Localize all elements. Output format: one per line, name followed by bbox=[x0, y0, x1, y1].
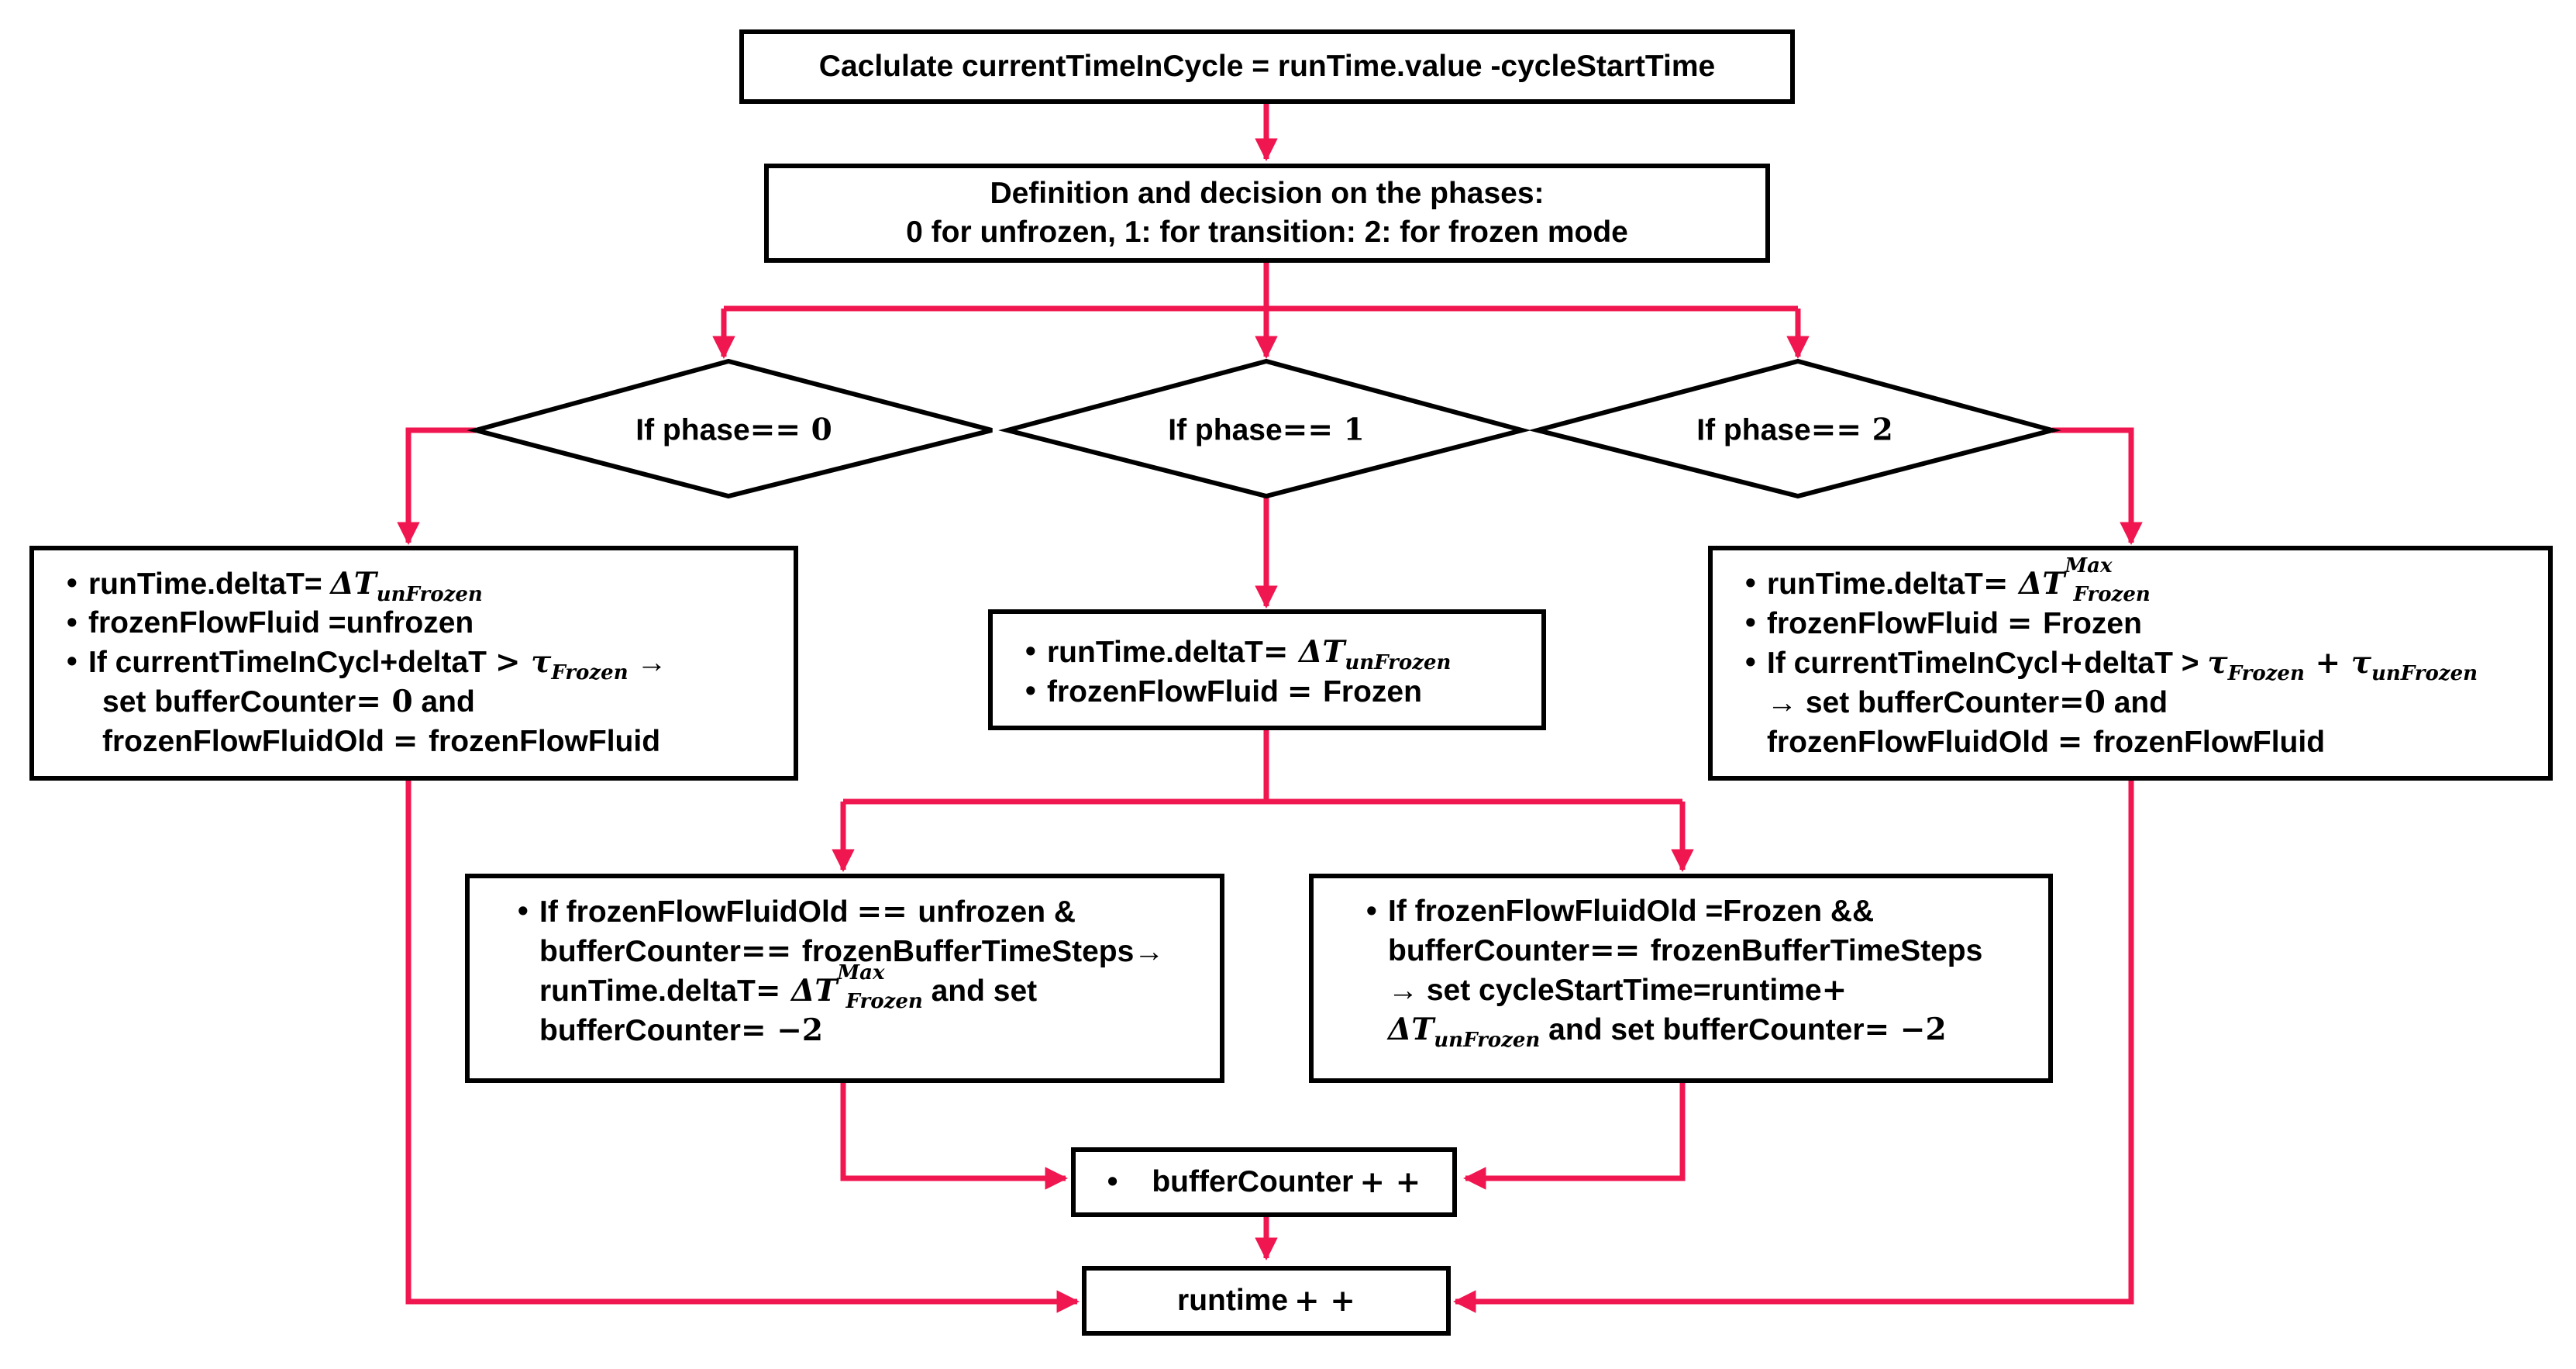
frozen-line-set-counter: → set bufferCounter=0 and bbox=[1767, 684, 2168, 720]
arrow-phase0-to-unfrozen bbox=[397, 427, 476, 545]
unfrozen-line-flow: frozenFlowFluid =unfrozen bbox=[67, 604, 794, 643]
box-transition-mode: runTime.deltaT= ΔTunFrozen frozenFlowFlu… bbox=[988, 609, 1546, 730]
unfrozen-line-condition: If currentTimeInCycl+deltaT > τFrozen → bbox=[67, 643, 794, 683]
buffer-frozen-line-condition: If frozenFlowFluidOld =Frozen && bbox=[1366, 892, 2048, 931]
arrow-buffer-frozen-to-inc bbox=[1463, 1083, 1686, 1190]
diamond-label-phase2: If phase== 2 bbox=[1696, 412, 1893, 448]
box-calculate-time-in-cycle: Caclulate currentTimeInCycle = runTime.v… bbox=[739, 29, 1795, 104]
buffer-unfrozen-line-counter: bufferCounter== frozenBufferTimeSteps→ bbox=[539, 933, 1165, 969]
calculate-time-text: Caclulate currentTimeInCycle = runTime.v… bbox=[818, 50, 1716, 83]
unfrozen-line-set-counter: set bufferCounter= 0 and bbox=[102, 684, 475, 719]
arrow-unfrozen-to-runtime bbox=[405, 781, 1080, 1313]
frozen-line-old-flow: frozenFlowFluidOld = frozenFlowFluid bbox=[1767, 724, 2326, 760]
box-buffer-counter-increment: • bufferCounter + + bbox=[1071, 1147, 1457, 1217]
box-buffer-unfrozen-check: If frozenFlowFluidOld == unfrozen & buff… bbox=[465, 874, 1224, 1083]
buffer-unfrozen-line-deltaT: runTime.deltaT= ΔTMaxFrozen and set bbox=[539, 961, 1038, 1013]
arrow-phase2-to-frozen bbox=[2052, 427, 2143, 545]
box-buffer-frozen-check: If frozenFlowFluidOld =Frozen && bufferC… bbox=[1309, 874, 2053, 1083]
diamond-phase1 bbox=[998, 358, 1531, 499]
diamond-label-phase0: If phase== 0 bbox=[635, 412, 832, 448]
unfrozen-line-old-flow: frozenFlowFluidOld = frozenFlowFluid bbox=[102, 723, 661, 759]
runtime-text: runtime bbox=[1177, 1284, 1289, 1317]
box-unfrozen-mode: runTime.deltaT= ΔTunFrozen frozenFlowFlu… bbox=[29, 546, 798, 781]
buffer-inc-op: + + bbox=[1359, 1164, 1421, 1200]
arrow-frozen-to-runtime bbox=[1453, 781, 2134, 1313]
transition-line-deltaT: runTime.deltaT= ΔTunFrozen bbox=[1025, 633, 1541, 673]
transition-line-flow: frozenFlowFluid = Frozen bbox=[1025, 672, 1541, 712]
box-runtime-increment: runtime + + bbox=[1082, 1266, 1451, 1336]
frozen-line-deltaT: runTime.deltaT= ΔTMaxFrozen bbox=[1745, 556, 2548, 605]
box-frozen-mode: runTime.deltaT= ΔTMaxFrozen frozenFlowFl… bbox=[1708, 546, 2553, 781]
buffer-unfrozen-line-reset: bufferCounter= −2 bbox=[539, 1012, 824, 1048]
frozen-line-flow: frozenFlowFluid = Frozen bbox=[1745, 604, 2548, 643]
phase-definition-line1: Definition and decision on the phases: bbox=[990, 177, 1545, 210]
phase-definition-line2: 0 for unfrozen, 1: for transition: 2: fo… bbox=[906, 216, 1628, 249]
arrow-buffer-unfrozen-to-inc bbox=[840, 1083, 1068, 1190]
buffer-frozen-line-cycle-start: → set cycleStartTime=runtime+ bbox=[1388, 972, 1848, 1008]
runtime-op: + + bbox=[1294, 1283, 1355, 1319]
buffer-inc-bullet: • bbox=[1107, 1165, 1118, 1198]
diamond-phase2 bbox=[1528, 358, 2061, 499]
buffer-unfrozen-line-condition: If frozenFlowFluidOld == unfrozen & bbox=[518, 892, 1220, 932]
box-phase-definition: Definition and decision on the phases: 0… bbox=[764, 164, 1770, 263]
buffer-frozen-line-reset: ΔTunFrozen and set bufferCounter= −2 bbox=[1388, 1012, 1947, 1052]
buffer-inc-text: bufferCounter bbox=[1152, 1165, 1354, 1198]
unfrozen-line-deltaT: runTime.deltaT= ΔTunFrozen bbox=[67, 564, 794, 605]
diamond-label-phase1: If phase== 1 bbox=[1168, 412, 1365, 448]
diamond-phase0 bbox=[467, 358, 993, 499]
buffer-frozen-line-counter: bufferCounter== frozenBufferTimeSteps bbox=[1388, 933, 1983, 968]
frozen-line-condition: If currentTimeInCycl+deltaT > τFrozen + … bbox=[1745, 643, 2548, 684]
